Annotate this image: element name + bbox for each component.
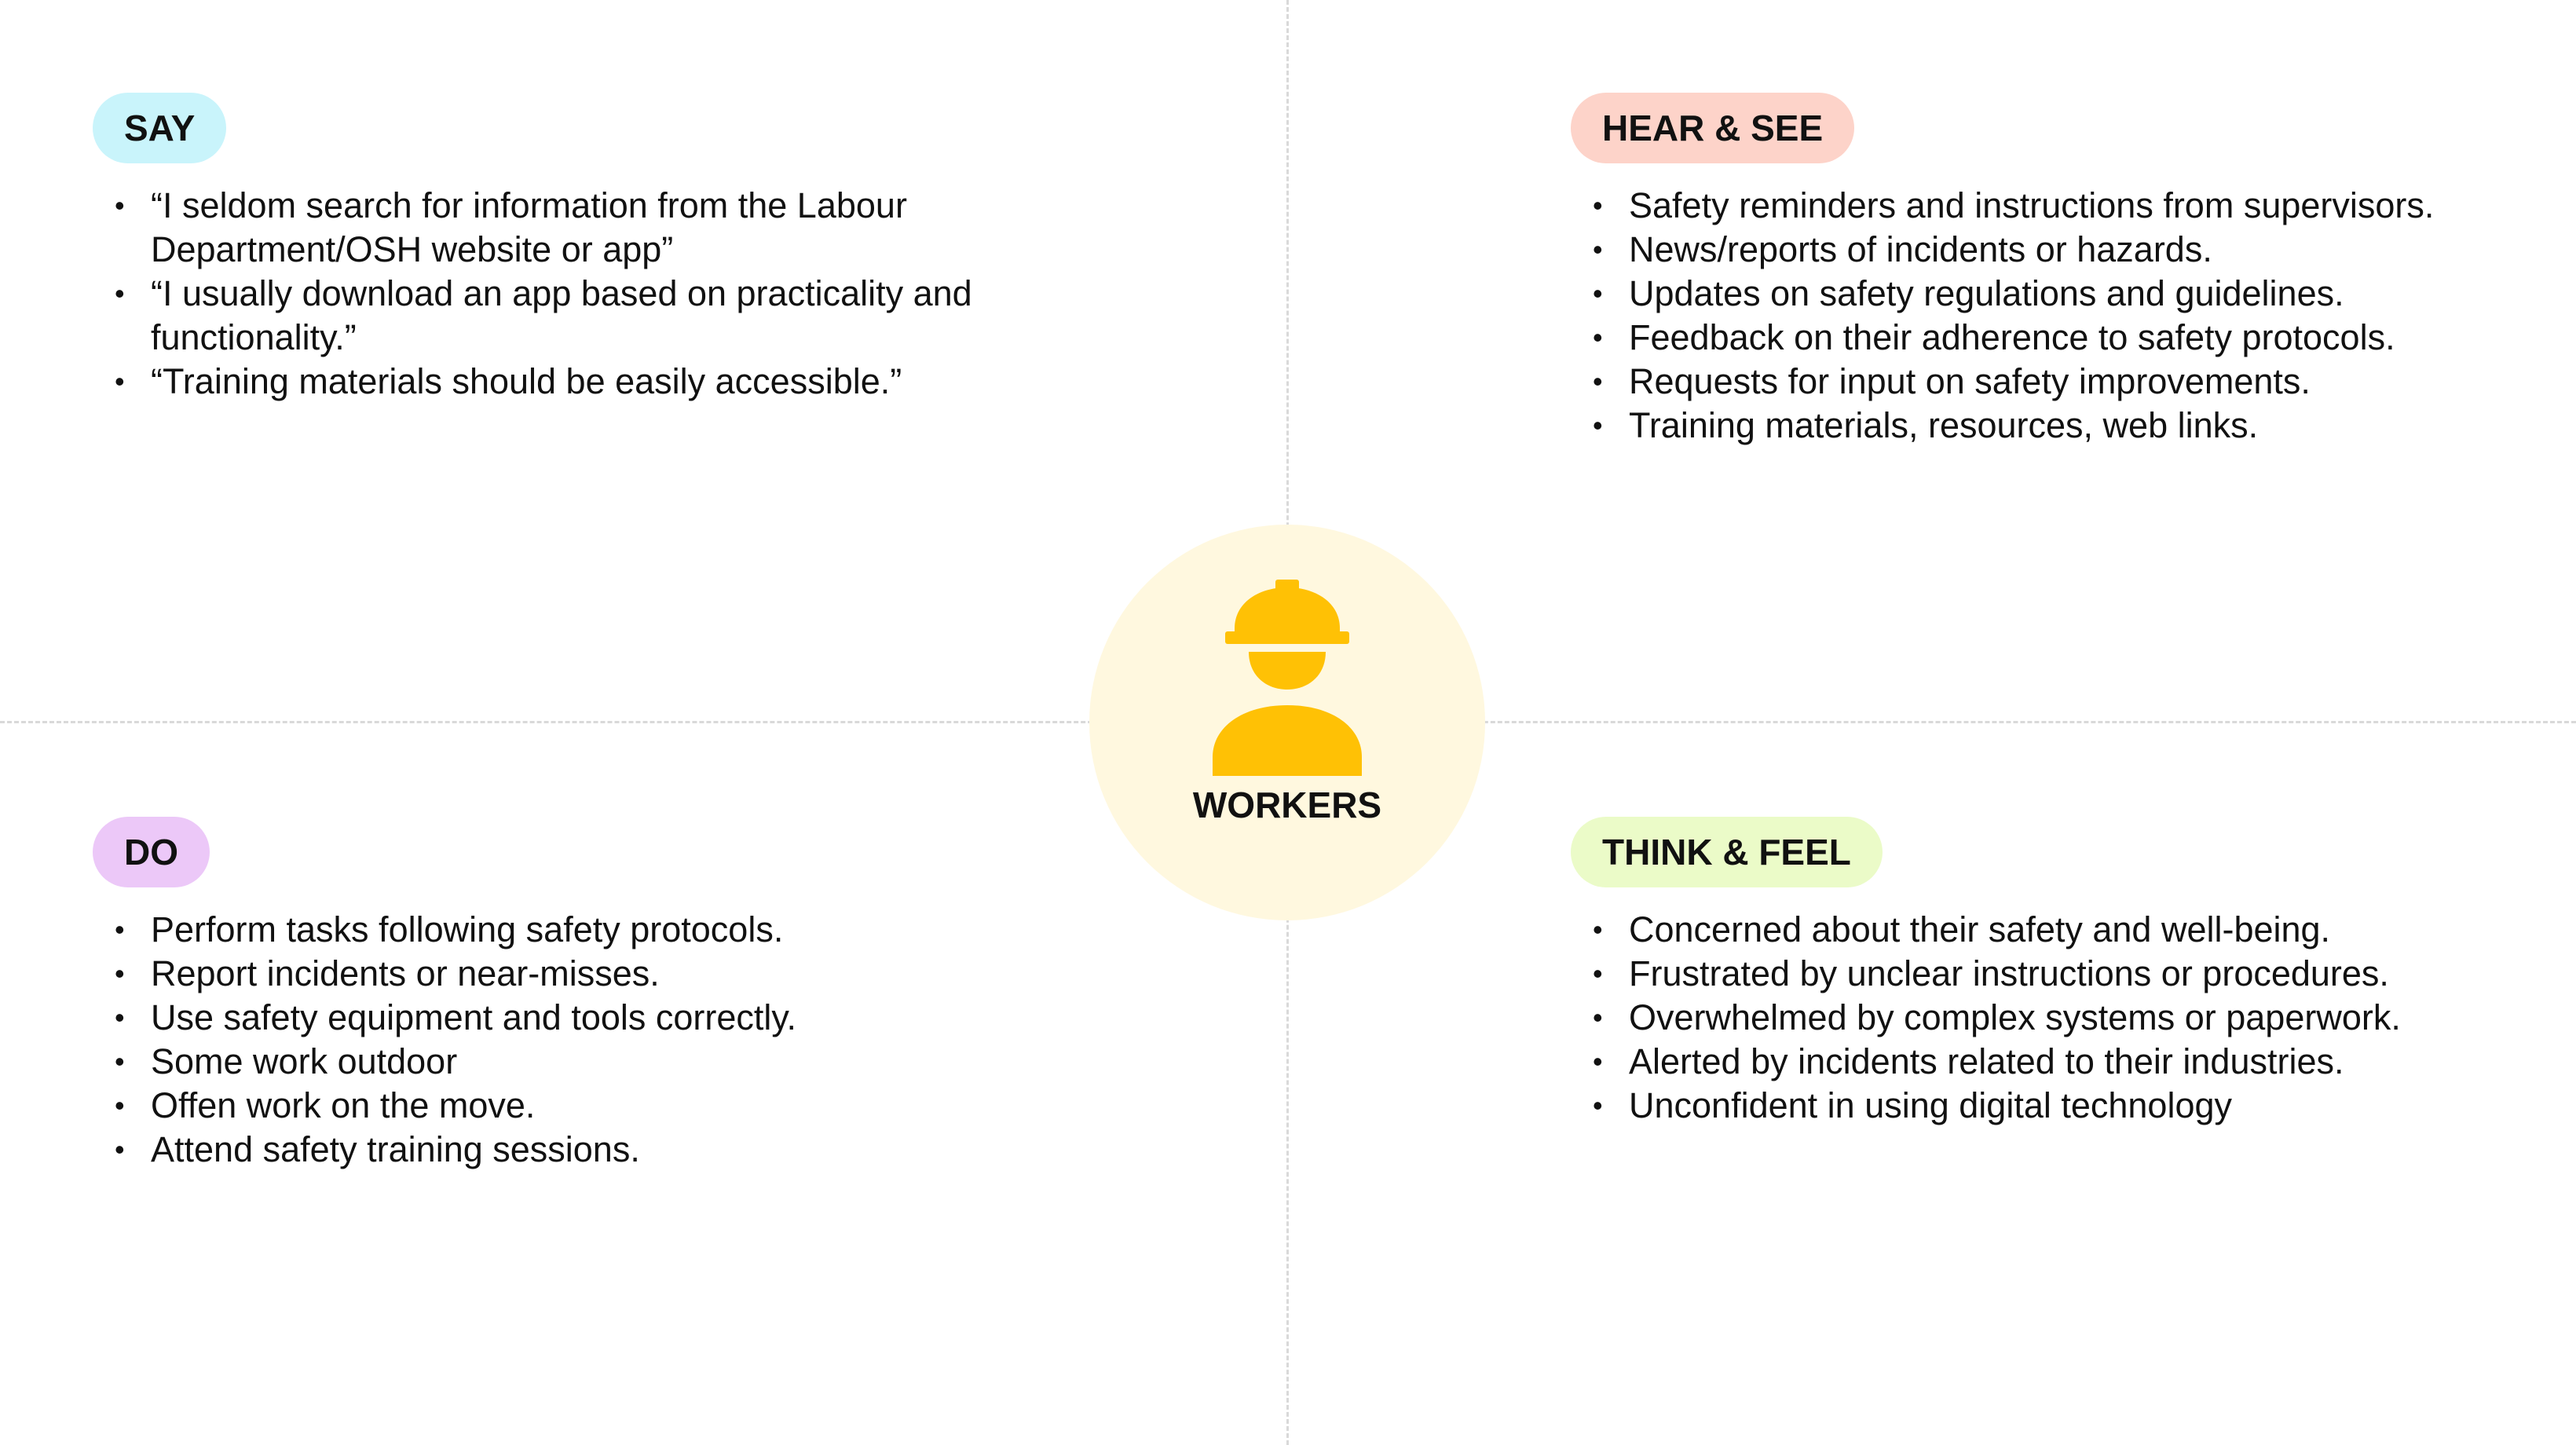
quadrant-do: DO Perform tasks following safety protoc… [93, 817, 1129, 1172]
think-feel-list: Concerned about their safety and well-be… [1571, 908, 2560, 1128]
center-label: WORKERS [1192, 785, 1382, 825]
list-item: Perform tasks following safety protocols… [93, 908, 1129, 952]
think-feel-label: THINK & FEEL [1571, 817, 1883, 887]
quadrant-say: SAY “I seldom search for information fro… [93, 93, 1129, 404]
list-item: News/reports of incidents or hazards. [1571, 228, 2560, 272]
construction-worker-icon [1213, 580, 1362, 776]
list-item: “I seldom search for information from th… [93, 184, 1054, 272]
hear-see-label: HEAR & SEE [1571, 93, 1855, 163]
do-label: DO [93, 817, 210, 887]
list-item: Updates on safety regulations and guidel… [1571, 272, 2560, 316]
list-item: Frustrated by unclear instructions or pr… [1571, 952, 2560, 996]
list-item: Attend safety training sessions. [93, 1128, 1129, 1172]
list-item: Report incidents or near-misses. [93, 952, 1129, 996]
hear-see-list: Safety reminders and instructions from s… [1571, 184, 2560, 448]
list-item: “Training materials should be easily acc… [93, 360, 1054, 404]
do-list: Perform tasks following safety protocols… [93, 908, 1129, 1172]
list-item: Feedback on their adherence to safety pr… [1571, 316, 2560, 360]
say-label: SAY [93, 93, 227, 163]
list-item: “I usually download an app based on prac… [93, 272, 1054, 360]
list-item: Unconfident in using digital technology [1571, 1084, 2560, 1128]
list-item: Requests for input on safety improvement… [1571, 360, 2560, 404]
center-persona-circle: WORKERS [1089, 525, 1485, 920]
list-item: Overwhelmed by complex systems or paperw… [1571, 996, 2560, 1040]
list-item: Safety reminders and instructions from s… [1571, 184, 2560, 228]
list-item: Some work outdoor [93, 1040, 1129, 1084]
list-item: Concerned about their safety and well-be… [1571, 908, 2560, 952]
quadrant-think-feel: THINK & FEEL Concerned about their safet… [1571, 817, 2560, 1128]
say-list: “I seldom search for information from th… [93, 184, 1129, 404]
list-item: Alerted by incidents related to their in… [1571, 1040, 2560, 1084]
list-item: Use safety equipment and tools correctly… [93, 996, 1129, 1040]
list-item: Offen work on the move. [93, 1084, 1129, 1128]
quadrant-hear-see: HEAR & SEE Safety reminders and instruct… [1571, 93, 2560, 448]
list-item: Training materials, resources, web links… [1571, 404, 2560, 448]
